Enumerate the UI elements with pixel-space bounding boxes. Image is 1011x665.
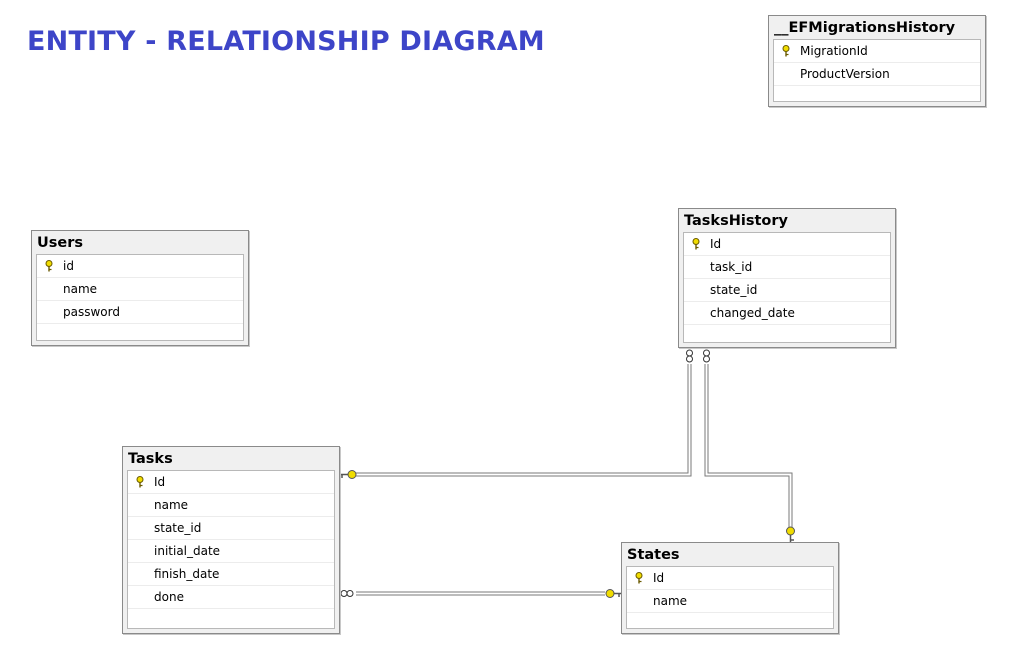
column-row[interactable]: changed_date	[684, 302, 890, 325]
column-row[interactable]: name	[37, 278, 243, 301]
column-row[interactable]: done	[128, 586, 334, 609]
table-states[interactable]: States Id name	[621, 542, 839, 634]
diagram-title: ENTITY - RELATIONSHIP DIAGRAM	[27, 26, 545, 57]
column-name: ProductVersion	[800, 67, 890, 81]
many-end-icon	[686, 349, 710, 363]
table-name: Users	[37, 235, 84, 251]
column-list: Id name	[626, 566, 834, 629]
column-name: initial_date	[154, 544, 221, 558]
column-row[interactable]: state_id	[684, 279, 890, 302]
column-name: changed_date	[710, 306, 795, 320]
column-list: MigrationId ProductVersion	[773, 39, 981, 102]
row-selector	[128, 586, 153, 608]
column-name: MigrationId	[800, 44, 868, 58]
row-selector	[627, 567, 652, 589]
column-name: task_id	[710, 260, 753, 274]
row-selector	[684, 256, 709, 278]
key-icon	[635, 572, 643, 584]
row-selector	[684, 233, 709, 255]
column-name: Id	[154, 475, 166, 489]
column-list: id name password	[36, 254, 244, 341]
table-users[interactable]: Users id name password	[31, 230, 249, 346]
column-name: name	[653, 594, 688, 608]
column-row[interactable]: ProductVersion	[774, 63, 980, 86]
column-row[interactable]: Id	[627, 567, 833, 590]
column-row[interactable]: task_id	[684, 256, 890, 279]
table-name: TasksHistory	[684, 213, 788, 229]
table-taskshistory[interactable]: TasksHistory Id task_id state_id changed…	[678, 208, 896, 348]
column-row[interactable]: finish_date	[128, 563, 334, 586]
column-row[interactable]: name	[627, 590, 833, 613]
row-selector	[774, 63, 799, 85]
row-selector	[37, 255, 62, 277]
column-name: Id	[710, 237, 722, 251]
table-efmigrationshistory[interactable]: __EFMigrationsHistory MigrationId Produc…	[768, 15, 986, 107]
relationship-tasks-taskshistory[interactable]	[355, 364, 692, 477]
column-row[interactable]: password	[37, 301, 243, 324]
relationship-states-tasks[interactable]	[356, 591, 605, 596]
table-name: States	[627, 547, 680, 563]
row-selector	[128, 517, 153, 539]
column-row[interactable]: id	[37, 255, 243, 278]
row-selector	[128, 494, 153, 516]
row-selector	[128, 540, 153, 562]
row-selector	[774, 40, 799, 62]
column-name: done	[154, 590, 184, 604]
key-end-icon	[340, 470, 357, 479]
table-tasks[interactable]: Tasks Id name state_id initial_date	[122, 446, 340, 634]
row-selector	[128, 563, 153, 585]
column-name: state_id	[154, 521, 202, 535]
many-end-icon	[340, 590, 354, 597]
column-row[interactable]: MigrationId	[774, 40, 980, 63]
column-list: Id name state_id initial_date finish_dat…	[127, 470, 335, 629]
table-name: __EFMigrationsHistory	[774, 20, 956, 36]
column-list: Id task_id state_id changed_date	[683, 232, 891, 343]
column-name: id	[63, 259, 74, 273]
row-selector	[684, 279, 709, 301]
column-name: name	[154, 498, 189, 512]
key-icon	[45, 260, 53, 272]
column-name: name	[63, 282, 98, 296]
key-icon	[782, 45, 790, 57]
row-selector	[128, 471, 153, 493]
row-selector	[37, 301, 62, 323]
column-row[interactable]: name	[128, 494, 334, 517]
key-end-icon	[786, 526, 795, 542]
row-selector	[684, 302, 709, 324]
table-name: Tasks	[128, 451, 173, 467]
column-name: finish_date	[154, 567, 220, 581]
column-name: state_id	[710, 283, 758, 297]
column-row[interactable]: initial_date	[128, 540, 334, 563]
row-selector	[37, 278, 62, 300]
key-icon	[692, 238, 700, 250]
column-row[interactable]: state_id	[128, 517, 334, 540]
column-row[interactable]: Id	[128, 471, 334, 494]
column-name: password	[63, 305, 120, 319]
relationship-states-taskshistory[interactable]	[704, 364, 793, 529]
column-row[interactable]: Id	[684, 233, 890, 256]
key-icon	[136, 476, 144, 488]
key-end-icon	[605, 589, 622, 598]
column-name: Id	[653, 571, 665, 585]
row-selector	[627, 590, 652, 612]
